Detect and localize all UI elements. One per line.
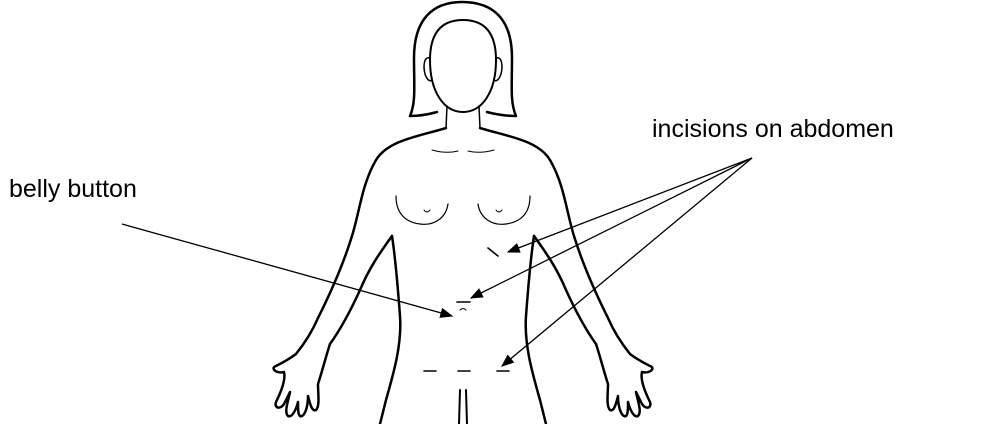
left-torso-side (380, 236, 400, 424)
arrow-incision-middle (471, 158, 752, 298)
left-nipple (424, 210, 430, 212)
right-nipple (496, 210, 502, 212)
belly-button (460, 309, 466, 311)
left-arm-outline (274, 128, 446, 416)
incision-upper-right (488, 248, 498, 256)
right-breast (478, 196, 530, 224)
collarbone (432, 150, 494, 152)
arrow-incision-upper (508, 158, 752, 252)
face-outline (430, 20, 496, 112)
right-torso-side (526, 236, 546, 424)
belly-button-label: belly button (9, 177, 137, 202)
incisions-label: incisions on abdomen (652, 117, 894, 142)
right-arm-outline (480, 128, 652, 416)
arrow-incision-lower (502, 158, 752, 366)
arrow-belly-button (122, 224, 452, 316)
left-breast (396, 196, 448, 224)
right-inner-arm (534, 236, 596, 344)
pubic-line (459, 390, 467, 424)
